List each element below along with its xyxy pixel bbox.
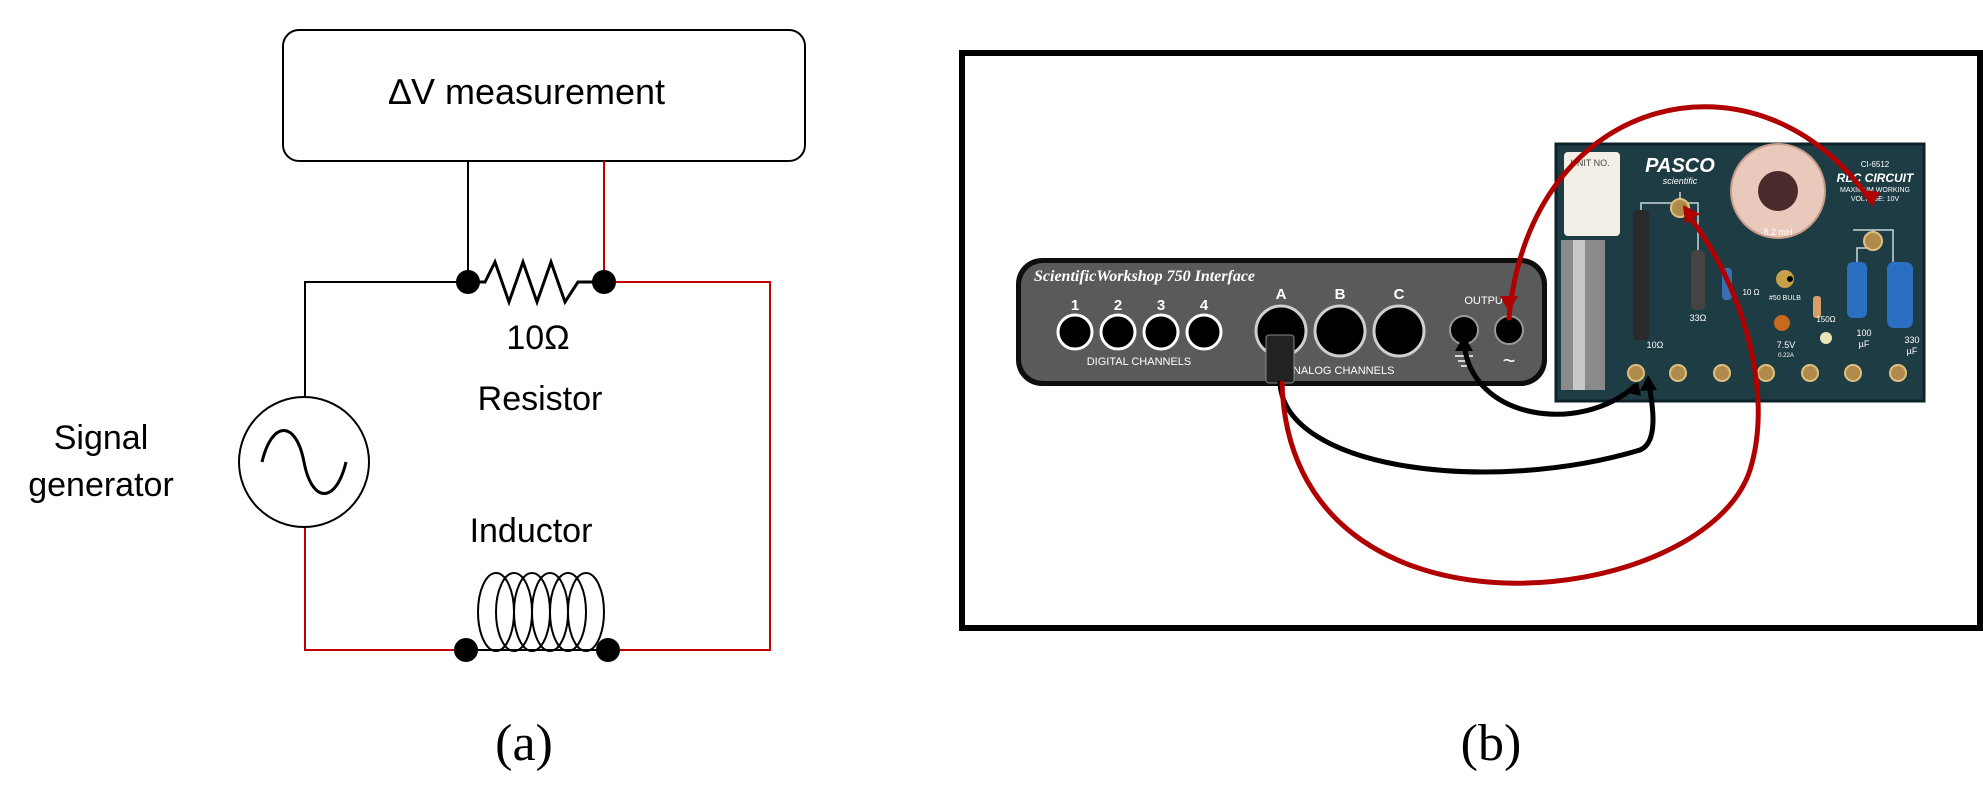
red-lead-output-signal [1506,104,1873,321]
bulb-label: #50 BULB [1769,295,1801,302]
red-lead-channel-a [1279,212,1761,586]
capacitor-330uf-photo [1887,262,1913,328]
board-model: CI-6512 [1861,160,1890,169]
generator-label-line1: Signal [54,419,149,457]
analog-port-label-b: B [1335,286,1346,303]
digital-channels-label: DIGITAL CHANNELS [1087,356,1192,368]
digital-port-label-2: 2 [1114,297,1122,314]
arrowhead-black-output [1455,335,1473,351]
generator-label-line2: generator [28,466,174,504]
board-brand-sub: scientific [1663,176,1698,186]
test-leads [1277,104,1873,586]
bulb-spec1: 7.5V [1777,340,1796,350]
arrowhead-red-board-top [1683,205,1700,224]
capacitor-330-label2: µF [1907,346,1918,356]
resistor-33-ohm-label: 33Ω [1690,313,1707,323]
bulb-socket [1776,270,1794,288]
digital-port-label-4: 4 [1200,297,1209,314]
resistor-150-ohm-label: 150Ω [1816,315,1835,324]
resistor-10-ohm-label: 10Ω [1647,340,1664,350]
black-lead-output-ground [1461,339,1638,417]
arrowhead-black-board-b [1625,382,1641,396]
inductance-label: 8.2 mH [1763,227,1792,237]
output-symbol: ~ [1503,348,1516,373]
arrowhead-red-output [1500,296,1518,312]
unit-no-label: UNIT NO. [1570,158,1609,168]
wire-generator-to-resistor [304,281,468,397]
wire-resistor-to-inductor [604,281,771,651]
capacitor-100uf-photo [1847,262,1867,318]
caption-a: (a) [495,715,553,772]
resistor-33-ohm-photo [1691,250,1705,310]
inductor-terminal-left [454,638,478,662]
analog-channels-label: ANALOG CHANNELS [1286,365,1395,377]
measurement-box [282,29,806,162]
panel-a-schematic: ∆V measurement 10Ω Resistor Signal gener… [28,29,806,772]
resistor-label: Resistor [478,380,603,418]
panel-b-photo: ScientificWorkshop 750 Interface 1 2 3 4… [959,50,1983,772]
wire-inductor-to-generator [304,528,466,651]
unit-no-tag [1564,152,1620,236]
bulb-spec2: 0.22A [1778,353,1794,359]
sine-wave-icon [260,429,348,495]
output-label: OUTPUT [1464,295,1510,307]
resistor-terminal-left [456,270,480,294]
digital-port-label-3: 3 [1157,297,1165,314]
board-subtitle1: MAXIMUM WORKING [1840,187,1910,194]
capacitor-100-label2: µF [1859,339,1870,349]
inductor-terminal-right [596,638,620,662]
measurement-label: ∆V measurement [389,71,665,112]
resistor-value: 10Ω [506,319,569,357]
arrowhead-black-board-a [1640,375,1657,391]
interface-title: ScientificWorkshop 750 Interface [1034,268,1255,285]
capacitor-100-label1: 100 [1856,328,1871,338]
board-brand: PASCO [1645,155,1715,177]
analog-port-label-a: A [1276,286,1287,303]
lead-arrowheads [1455,190,1880,396]
arrowhead-red-inductor [1862,190,1880,207]
resistor-terminal-right [592,270,616,294]
digital-port-label-1: 1 [1071,297,1079,314]
digital-ports [1056,313,1223,351]
capacitor-330-label1: 330 [1904,335,1919,345]
resistor-10b-label: 10 Ω [1742,288,1759,297]
board-jacks [1627,198,1907,382]
resistor-150-ohm-photo [1813,296,1821,318]
inductor-label: Inductor [470,512,593,550]
caption-b: (b) [1461,715,1522,772]
channel-a-plug [1265,334,1295,384]
resistor-symbol [468,257,604,307]
rlc-circuit-board: UNIT NO. PASCO scientific 8.2 mH CI-6512… [1554,142,1926,403]
black-lead-channel-a [1277,377,1656,475]
analog-port-label-c: C [1394,286,1405,303]
bulb-photo [1774,315,1790,331]
inductor-coil-symbol [466,572,608,652]
resistor-10-ohm-photo [1633,210,1649,340]
scienceworkshop-interface: ScientificWorkshop 750 Interface 1 2 3 4… [1016,258,1547,386]
